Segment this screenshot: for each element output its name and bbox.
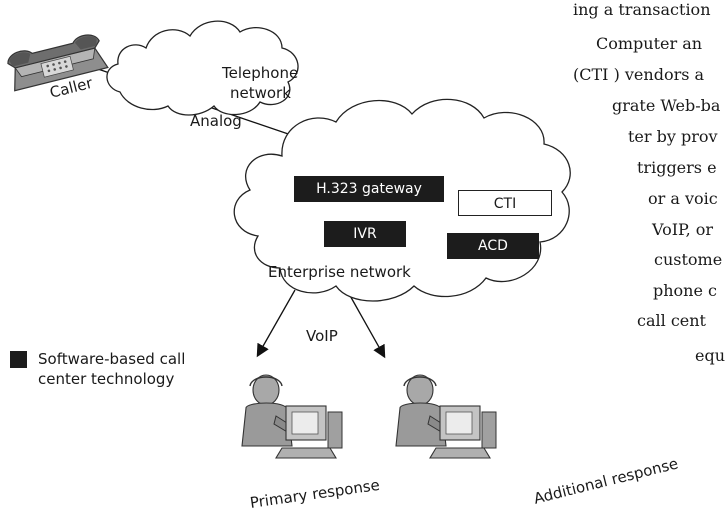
agent-computer-icon-primary (241, 374, 343, 459)
analog-label: Analog (190, 112, 242, 130)
telephone-icon (7, 34, 109, 92)
telephone-network-label-line1: Telephone (222, 64, 299, 82)
h323-gateway-box: H.323 gateway (294, 176, 444, 202)
body-text-line-5: ter by prov (628, 127, 718, 146)
voip-arrow-left (256, 289, 296, 358)
body-text-line-12: equ (695, 346, 726, 365)
body-text-line-9: custome (654, 250, 723, 269)
cti-box: CTI (458, 190, 552, 216)
agent-computer-icon-additional (395, 374, 497, 459)
enterprise-network-label: Enterprise network (268, 263, 411, 281)
ivr-box: IVR (324, 221, 406, 247)
legend-text-line2: center technology (38, 370, 175, 388)
body-text-line-7: or a voic (648, 189, 718, 208)
body-text-line-6: triggers e (637, 158, 717, 177)
acd-box: ACD (447, 233, 539, 259)
voip-arrow-right (347, 291, 386, 359)
voip-label: VoIP (306, 327, 338, 345)
body-text-line-2: Computer an (596, 34, 703, 53)
body-text-line-10: phone c (653, 281, 717, 300)
body-text-line-4: grate Web-ba (612, 96, 721, 115)
legend-text-line1: Software-based call (38, 350, 186, 368)
body-text-line-1: ing a transaction (573, 0, 711, 19)
legend-swatch (10, 351, 27, 368)
body-text-line-11: call cent (637, 311, 706, 330)
body-text-line-8: VoIP, or (652, 220, 714, 239)
telephone-network-label-line2: network (230, 84, 291, 102)
body-text-line-3: (CTI ) vendors a (573, 65, 705, 84)
